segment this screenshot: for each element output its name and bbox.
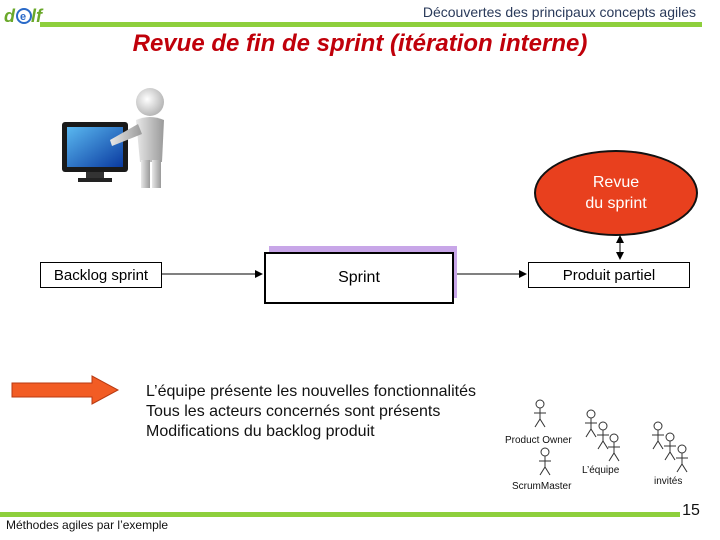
- header-subtitle: Découvertes des principaux concepts agil…: [422, 4, 696, 20]
- guest-figure: [664, 432, 676, 461]
- sprint-label: Sprint: [338, 269, 380, 286]
- bottom-divider: [0, 512, 680, 517]
- svg-text:lf: lf: [31, 6, 44, 26]
- scrum-master-label: ScrumMaster: [512, 481, 572, 492]
- page-title: Revue de fin de sprint (itération intern…: [132, 30, 588, 57]
- orange-arrow-icon: [11, 375, 120, 405]
- review-description: L’équipe présente les nouvelles fonction…: [146, 382, 526, 442]
- backlog-sprint-label: Backlog sprint: [53, 266, 149, 284]
- team-member-figure: [608, 433, 620, 462]
- svg-text:d: d: [4, 6, 16, 26]
- description-line-2: Tous les acteurs concernés sont présents: [146, 403, 441, 420]
- backlog-sprint-box: Backlog sprint: [40, 262, 162, 288]
- presenter-figure: [58, 82, 178, 194]
- description-line-3: Modifications du backlog produit: [146, 423, 375, 440]
- product-owner-label: Product Owner: [505, 435, 572, 446]
- team-member-figure: [585, 409, 597, 438]
- page-number: 15: [682, 502, 700, 519]
- description-line-1: L’équipe présente les nouvelles fonction…: [146, 383, 477, 400]
- svg-text:e: e: [20, 11, 26, 23]
- sprint-box: Sprint: [264, 252, 454, 304]
- team-label: L’équipe: [582, 465, 620, 476]
- guest-figure: [652, 421, 664, 450]
- product-owner-figure: [534, 399, 546, 428]
- top-divider: [40, 22, 702, 27]
- logo: d e lf: [4, 4, 44, 28]
- guest-figure: [676, 444, 688, 473]
- oval-line-2: du sprint: [585, 195, 647, 212]
- oval-line-1: Revue: [592, 174, 640, 191]
- scrum-master-figure: [539, 447, 551, 476]
- guests-label: invités: [654, 476, 683, 487]
- produit-partiel-label: Produit partiel: [562, 266, 656, 284]
- produit-partiel-box: Produit partiel: [528, 262, 690, 288]
- footer-text: Méthodes agiles par l’exemple: [6, 518, 169, 532]
- team-member-figure: [597, 421, 609, 450]
